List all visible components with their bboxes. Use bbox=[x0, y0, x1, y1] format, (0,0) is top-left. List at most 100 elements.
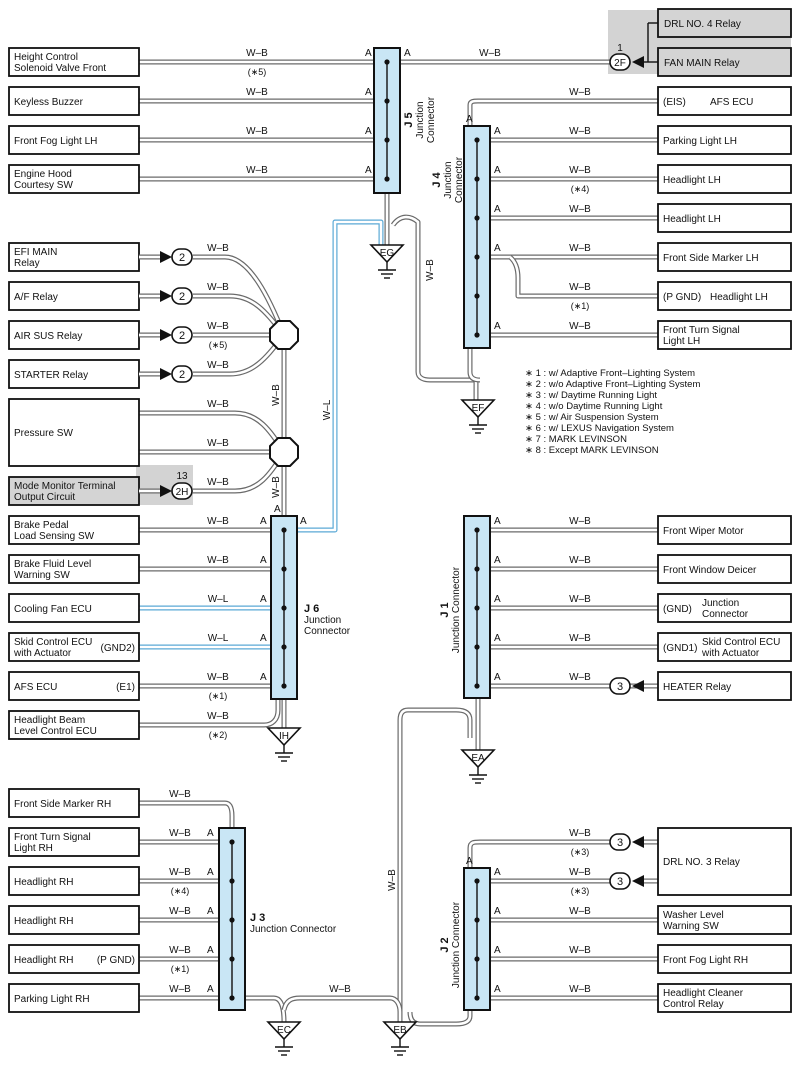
ground-eb: EB bbox=[382, 1021, 418, 1056]
svg-text:A: A bbox=[260, 633, 267, 644]
svg-text:W–B: W–B bbox=[207, 672, 229, 683]
ground-ec: EC bbox=[266, 1021, 302, 1056]
svg-text:A: A bbox=[207, 867, 214, 878]
svg-text:Skid Control ECU: Skid Control ECU bbox=[14, 637, 92, 648]
component-afs-e1: AFS ECU(E1) bbox=[8, 671, 140, 701]
svg-text:(P GND): (P GND) bbox=[663, 292, 701, 303]
svg-text:W–B: W–B bbox=[569, 555, 591, 566]
junction-j3: J 3 Junction Connector bbox=[218, 827, 337, 1011]
svg-text:A: A bbox=[466, 114, 473, 125]
svg-text:A: A bbox=[494, 555, 501, 566]
svg-text:W–B: W–B bbox=[569, 321, 591, 332]
svg-text:Cooling Fan ECU: Cooling Fan ECU bbox=[14, 604, 92, 615]
svg-text:EG: EG bbox=[380, 248, 395, 259]
svg-text:A: A bbox=[466, 856, 473, 867]
svg-text:AFS ECU: AFS ECU bbox=[14, 682, 57, 693]
wire-labels: W–B W–B W–B W–B W–B W–B W–B W–B W–B W–B … bbox=[169, 48, 591, 995]
connector-3-drl-b: 3 bbox=[609, 872, 644, 890]
component-parking-lh: Parking Light LH bbox=[657, 125, 792, 155]
svg-text:W–B: W–B bbox=[207, 282, 229, 293]
svg-text:W–L: W–L bbox=[208, 633, 229, 644]
svg-text:J 1: J 1 bbox=[439, 602, 451, 617]
junction-j5: J 5 Junction Connector bbox=[373, 47, 437, 194]
svg-text:W–L: W–L bbox=[322, 399, 333, 420]
svg-text:J 6: J 6 bbox=[304, 603, 319, 615]
svg-text:W–B: W–B bbox=[207, 477, 229, 488]
svg-text:A: A bbox=[494, 945, 501, 956]
ground-ef: EF bbox=[460, 399, 496, 434]
svg-text:A: A bbox=[494, 243, 501, 254]
svg-text:W–B: W–B bbox=[569, 516, 591, 527]
svg-text:W–B: W–B bbox=[569, 633, 591, 644]
svg-text:FAN MAIN Relay: FAN MAIN Relay bbox=[664, 58, 740, 69]
svg-text:Front Window Deicer: Front Window Deicer bbox=[663, 565, 757, 576]
svg-text:13: 13 bbox=[176, 471, 188, 482]
svg-text:Front Turn Signal: Front Turn Signal bbox=[663, 325, 740, 336]
svg-text:Parking Light RH: Parking Light RH bbox=[14, 994, 90, 1005]
svg-text:W–B: W–B bbox=[207, 243, 229, 254]
svg-text:(∗4): (∗4) bbox=[571, 184, 590, 194]
svg-text:W–B: W–B bbox=[207, 516, 229, 527]
component-side-marker-rh: Front Side Marker RH bbox=[8, 788, 140, 818]
svg-text:A: A bbox=[494, 165, 501, 176]
svg-text:J 5: J 5 bbox=[403, 112, 415, 127]
component-air-sus: AIR SUS Relay bbox=[8, 320, 140, 350]
svg-text:∗ 1 : w/ Adaptive Front–Lighti: ∗ 1 : w/ Adaptive Front–Lighting System bbox=[525, 368, 695, 379]
svg-text:W–B: W–B bbox=[569, 282, 591, 293]
svg-text:Headlight LH: Headlight LH bbox=[663, 175, 721, 186]
svg-text:J 2: J 2 bbox=[439, 937, 451, 952]
svg-text:A: A bbox=[494, 516, 501, 527]
legend: ∗ 1 : w/ Adaptive Front–Lighting System … bbox=[525, 368, 700, 456]
svg-text:∗ 2 : w/o Adaptive Front–Light: ∗ 2 : w/o Adaptive Front–Lighting System bbox=[525, 379, 700, 390]
component-headlight-lh-b: Headlight LH bbox=[657, 203, 792, 233]
svg-text:Engine Hood: Engine Hood bbox=[14, 169, 72, 180]
svg-text:W–B: W–B bbox=[569, 945, 591, 956]
svg-text:A: A bbox=[300, 516, 307, 527]
svg-text:Level Control ECU: Level Control ECU bbox=[14, 726, 97, 737]
svg-text:2: 2 bbox=[179, 291, 185, 303]
svg-text:Pressure SW: Pressure SW bbox=[14, 428, 73, 439]
svg-text:Front Side Marker RH: Front Side Marker RH bbox=[14, 799, 111, 810]
svg-text:Height Control: Height Control bbox=[14, 52, 78, 63]
svg-text:W–B: W–B bbox=[246, 48, 268, 59]
svg-text:W–B: W–B bbox=[569, 165, 591, 176]
svg-text:Brake Fluid Level: Brake Fluid Level bbox=[14, 559, 91, 570]
component-fog-rh: Front Fog Light RH bbox=[657, 944, 792, 974]
svg-text:2H: 2H bbox=[176, 487, 189, 498]
svg-text:Warning SW: Warning SW bbox=[14, 570, 70, 581]
svg-text:W–B: W–B bbox=[569, 126, 591, 137]
svg-text:Solenoid Valve Front: Solenoid Valve Front bbox=[14, 63, 106, 74]
svg-text:W–B: W–B bbox=[569, 867, 591, 878]
svg-text:A: A bbox=[274, 504, 281, 515]
svg-text:A: A bbox=[260, 594, 267, 605]
svg-text:2F: 2F bbox=[614, 58, 626, 69]
svg-text:EB: EB bbox=[393, 1025, 407, 1036]
svg-text:∗ 6 : w/ LEXUS Navigation Syst: ∗ 6 : w/ LEXUS Navigation System bbox=[525, 423, 674, 434]
svg-text:2: 2 bbox=[179, 252, 185, 264]
connector-2-efi: 2 bbox=[160, 248, 193, 266]
svg-text:∗ 8 : Except MARK LEVINSON: ∗ 8 : Except MARK LEVINSON bbox=[525, 445, 659, 456]
svg-text:A: A bbox=[494, 204, 501, 215]
svg-text:AFS ECU: AFS ECU bbox=[710, 97, 753, 108]
connector-2-starter: 2 bbox=[160, 365, 193, 383]
svg-text:∗ 5 : w/ Air Suspension System: ∗ 5 : w/ Air Suspension System bbox=[525, 412, 659, 423]
component-pgnd-lh: (P GND)Headlight LH bbox=[657, 281, 792, 311]
svg-text:A: A bbox=[494, 984, 501, 995]
component-side-marker-lh: Front Side Marker LH bbox=[657, 242, 792, 272]
svg-text:(GND): (GND) bbox=[663, 604, 692, 615]
svg-text:A: A bbox=[207, 984, 214, 995]
ground-ea: EA bbox=[460, 749, 496, 784]
svg-text:W–B: W–B bbox=[207, 399, 229, 410]
svg-text:A: A bbox=[365, 87, 372, 98]
svg-text:W–B: W–B bbox=[169, 945, 191, 956]
svg-text:A: A bbox=[365, 48, 372, 59]
svg-text:Keyless Buzzer: Keyless Buzzer bbox=[14, 97, 84, 108]
